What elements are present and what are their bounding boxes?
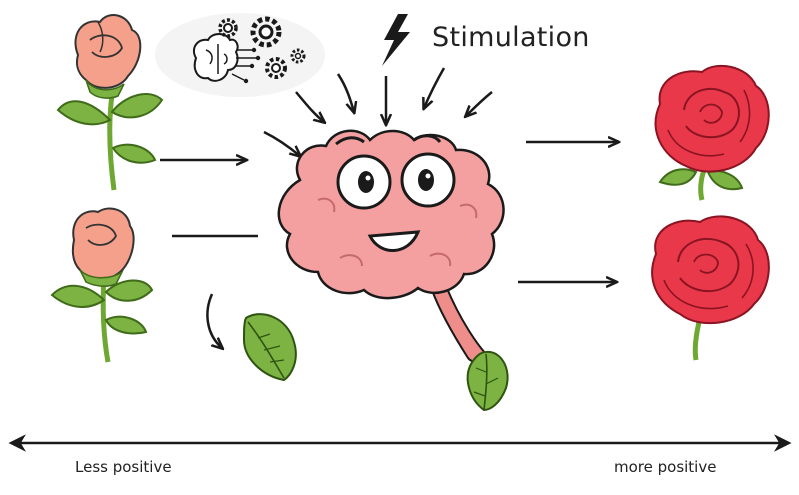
stimulation-label: Stimulation	[432, 22, 590, 53]
brain-character-icon	[277, 129, 505, 364]
arrow-icon	[336, 73, 354, 112]
arrow-icon	[424, 67, 446, 108]
pale-rose-icon	[50, 207, 154, 363]
more-positive-label: more positive	[614, 458, 717, 476]
pale-rose-icon	[56, 14, 164, 191]
leaf-icon	[466, 350, 509, 412]
leaf-icon	[242, 313, 297, 382]
stimulation-arrows	[263, 67, 493, 156]
red-rose-icon	[654, 64, 770, 201]
arrow-icon	[295, 91, 324, 122]
lightning-icon	[382, 14, 410, 66]
red-rose-icon	[651, 215, 770, 361]
brain-gears-icon	[155, 13, 325, 97]
less-positive-label: Less positive	[75, 458, 172, 476]
arrow-icon	[466, 91, 493, 116]
arrow-icon	[206, 293, 222, 348]
arrow-icon	[263, 130, 300, 156]
